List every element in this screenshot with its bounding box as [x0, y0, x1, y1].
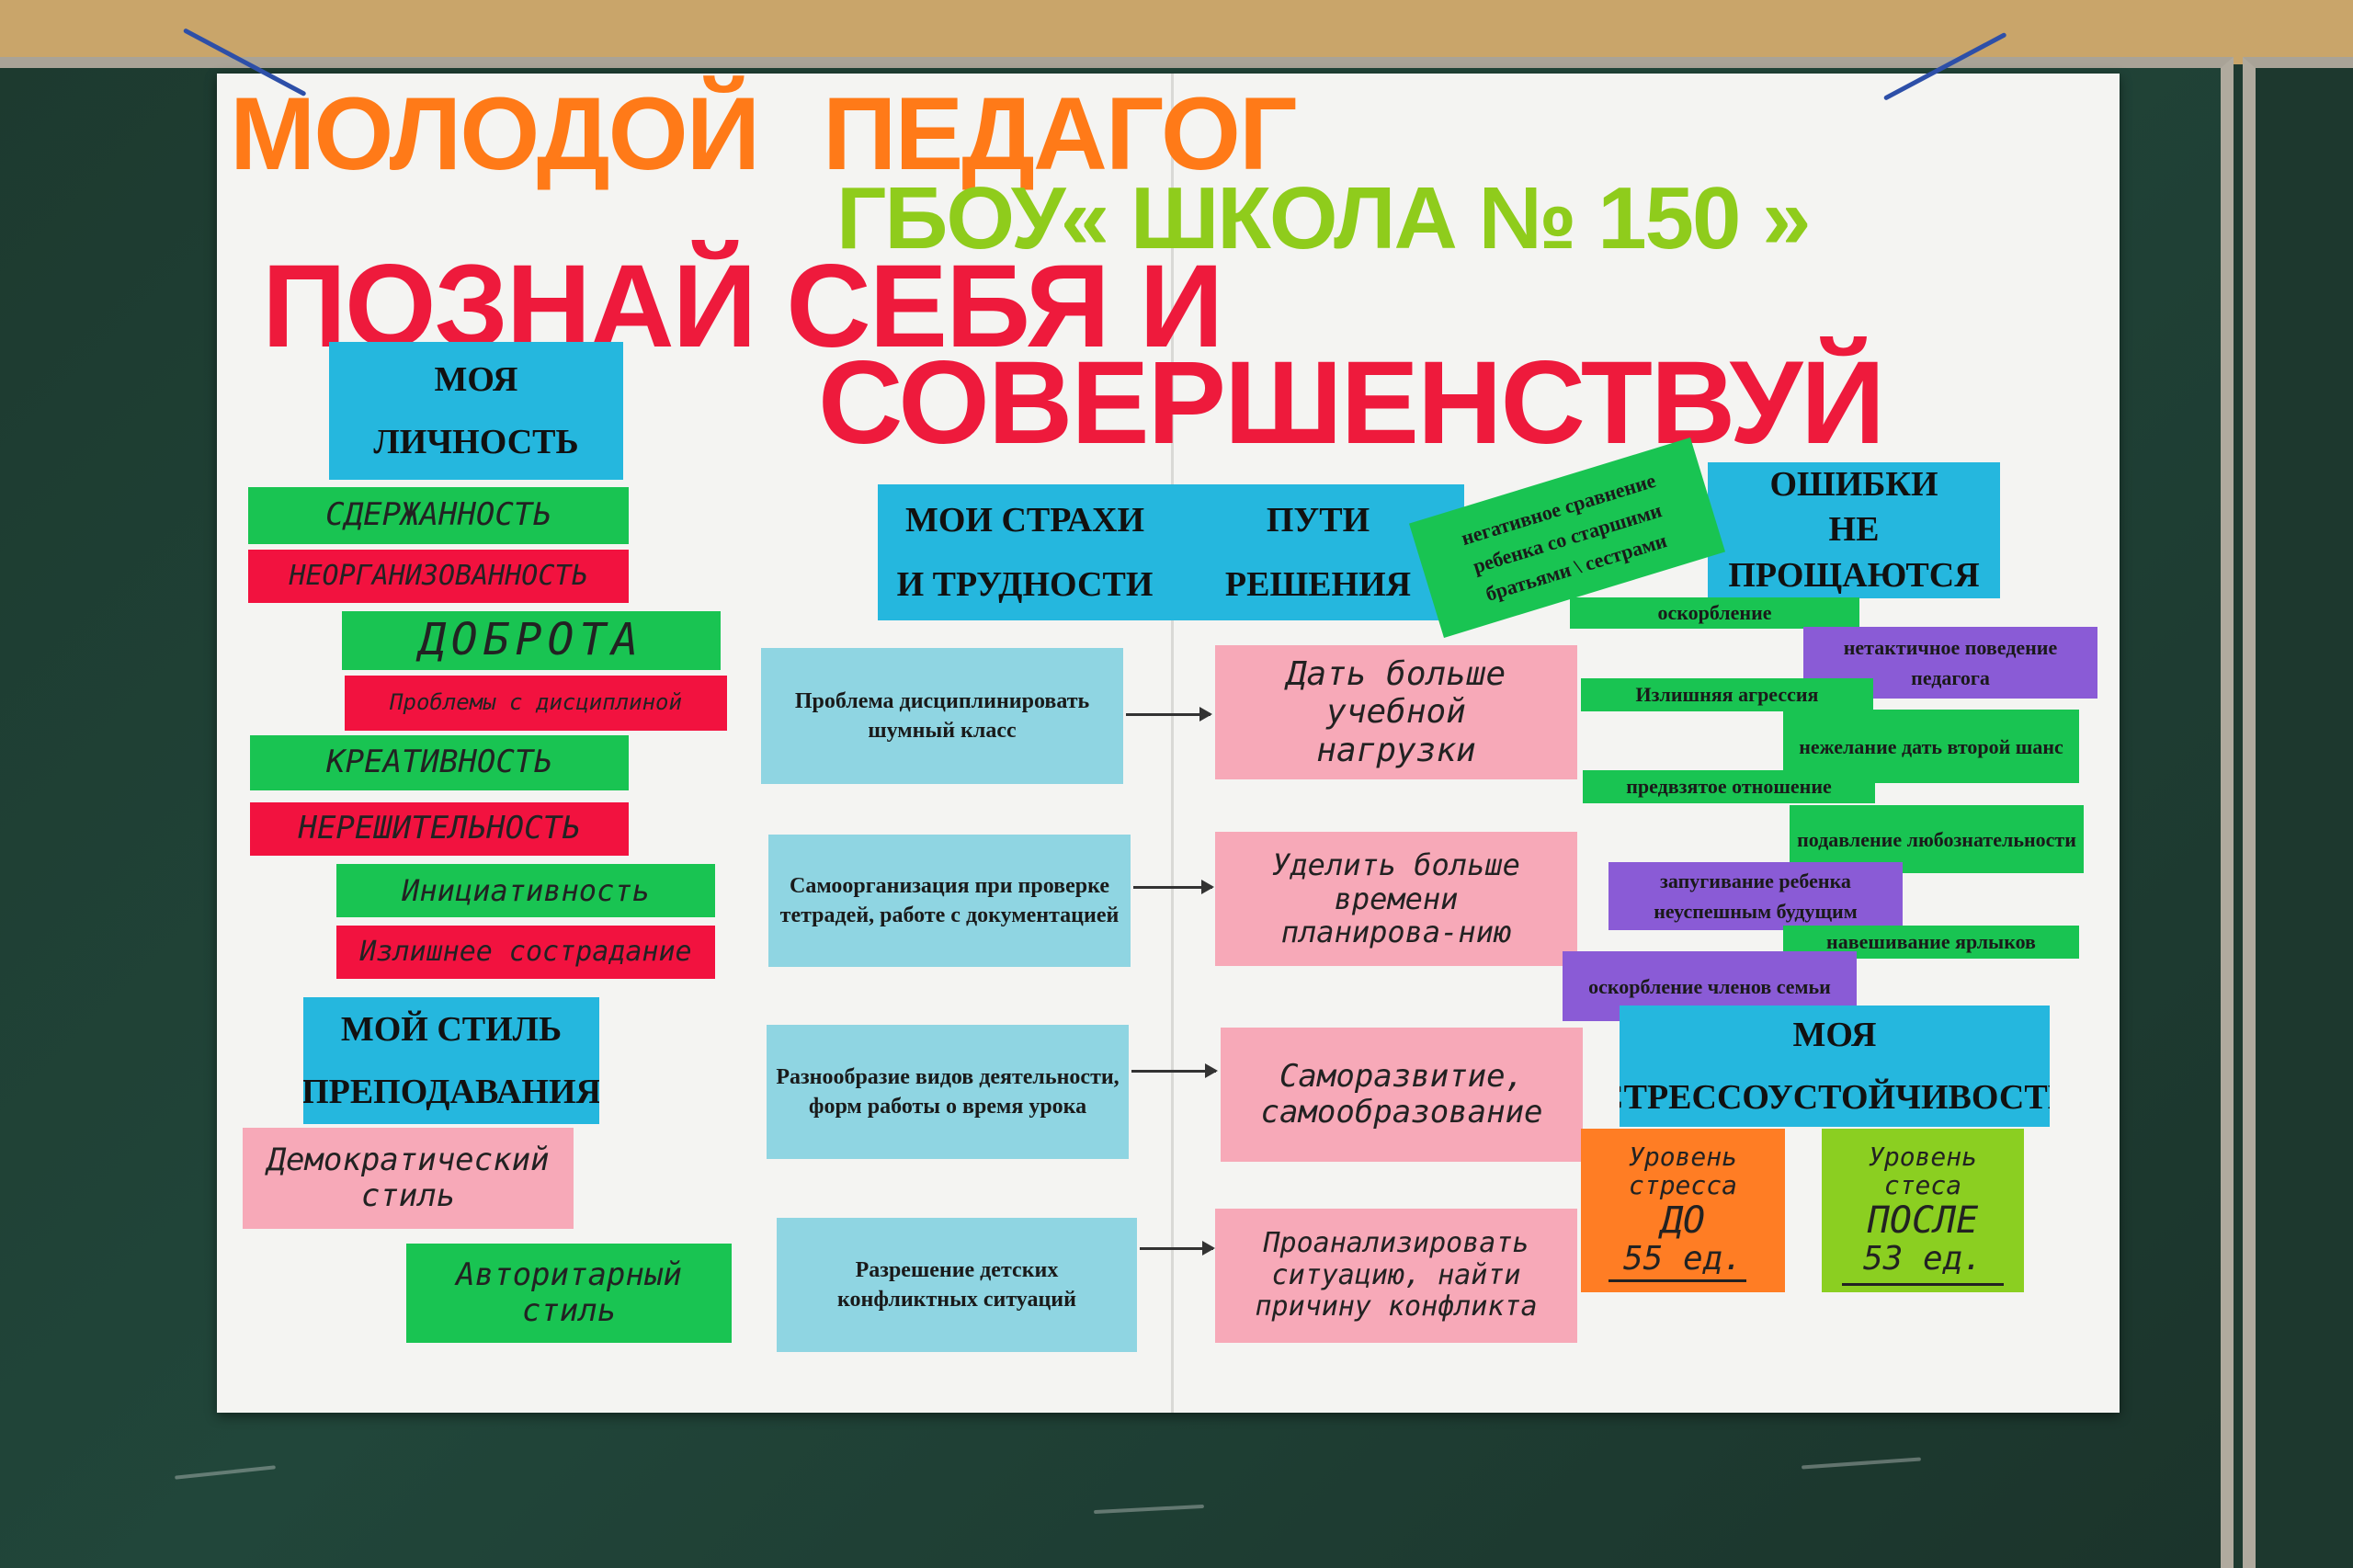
fear-card: Проблема дисциплинировать шумный класс [761, 648, 1123, 784]
style-header-line1: МОЙ СТИЛЬ [340, 1009, 563, 1049]
personality-header-line1: МОЯ [434, 359, 518, 399]
stress-header-line1: МОЯ [1792, 1015, 1877, 1054]
fear-card: Разрешение детских конфликтных ситуаций [777, 1218, 1137, 1352]
errors-header-line1: ОШИБКИ [1769, 464, 1938, 504]
title-sovershenstvuy: СОВЕРШЕНСТВУЙ [818, 337, 1885, 469]
trait-card: НЕРЕШИТЕЛЬНОСТЬ [250, 802, 629, 856]
arrow-2 [1133, 880, 1214, 894]
personality-header-line2: ЛИЧНОСТЬ [373, 423, 579, 461]
style-header: МОЙ СТИЛЬ ПРЕПОДАВАНИЯ [303, 997, 599, 1124]
fear-card: Разнообразие видов деятельности, форм ра… [767, 1025, 1129, 1159]
style-header-line2: ПРЕПОДАВАНИЯ [303, 1073, 599, 1111]
trait-card: СДЕРЖАННОСТЬ [248, 487, 629, 544]
trait-card: Инициативность [336, 864, 715, 917]
chalkboard-side-panel [2243, 57, 2353, 1568]
stress-header-line2: СТРЕССОУСТОЙЧИВОСТЬ [1620, 1078, 2050, 1117]
stress-before-value: 55 ед. [1622, 1240, 1744, 1278]
stress-after-line1: Уровень [1868, 1142, 1977, 1173]
error-card: оскорбление [1570, 597, 1859, 629]
stress-header: МОЯ СТРЕССОУСТОЙЧИВОСТЬ [1620, 1006, 2050, 1127]
poster-fold [1171, 74, 1174, 1413]
errors-header-line2: НЕ [1828, 510, 1880, 550]
solutions-header-line2: РЕШЕНИЯ [1224, 565, 1412, 604]
solutions-header: ПУТИ РЕШЕНИЯ [1172, 484, 1464, 620]
fear-card: Самоорганизация при проверке тетрадей, р… [768, 835, 1131, 967]
trait-card: Излишнее сострадание [336, 926, 715, 979]
trait-card: КРЕАТИВНОСТЬ [250, 735, 629, 790]
fears-header-line2: И ТРУДНОСТИ [896, 565, 1154, 604]
arrow-3 [1131, 1063, 1218, 1078]
error-card: запугивание ребенка неуспешным будущим [1608, 862, 1903, 930]
solutions-header-line1: ПУТИ [1266, 500, 1370, 540]
stress-before-line3: ДО [1660, 1199, 1706, 1242]
stress-after-line2: стеса [1883, 1170, 1962, 1201]
fears-header-line1: МОИ СТРАХИ [904, 500, 1145, 540]
trait-card: НЕОРГАНИЗОВАННОСТЬ [248, 550, 629, 603]
fears-header: МОИ СТРАХИ И ТРУДНОСТИ [878, 484, 1172, 620]
stress-after-underline [1842, 1283, 2004, 1286]
solution-card: Саморазвитие, самообразование [1221, 1028, 1583, 1162]
stress-before-underline [1608, 1279, 1746, 1282]
error-card: Излишняя агрессия [1581, 678, 1873, 711]
error-card: подавление любознательности [1790, 805, 2084, 873]
stress-after-card: Уровень стеса ПОСЛЕ 53 ед. [1822, 1129, 2024, 1292]
error-card: предвзятое отношение [1583, 770, 1875, 803]
title-molodoy: МОЛОДОЙ [230, 76, 760, 191]
trait-card: ДОБРОТА [342, 611, 721, 670]
stress-after-value: 53 ед. [1862, 1240, 1984, 1278]
style-card-democratic: Демократический стиль [243, 1128, 574, 1229]
title-school: ГБОУ« ШКОЛА № 150 » [836, 169, 1811, 267]
stress-before-line1: Уровень [1628, 1142, 1737, 1173]
solution-card: Уделить больше времени планирова-нию [1215, 832, 1577, 966]
title-pedagog: ПЕДАГОГ [823, 76, 1297, 191]
arrow-1 [1126, 707, 1212, 722]
wall [0, 0, 2353, 64]
stress-before-card: Уровень стресса ДО 55 ед. [1581, 1129, 1785, 1292]
personality-header: МОЯ ЛИЧНОСТЬ [329, 342, 623, 480]
errors-header-line3: ПРОЩАЮТСЯ [1728, 555, 1980, 595]
stress-before-line2: стресса [1628, 1170, 1737, 1201]
stress-after-line3: ПОСЛЕ [1867, 1199, 1979, 1242]
solution-card: Дать больше учебной нагрузки [1215, 645, 1577, 779]
trait-card: Проблемы с дисциплиной [345, 676, 727, 731]
solution-card: Проанализировать ситуацию, найти причину… [1215, 1209, 1577, 1343]
errors-header: ОШИБКИ НЕ ПРОЩАЮТСЯ [1708, 462, 2000, 598]
style-card-authoritarian: Авторитарный стиль [406, 1244, 732, 1343]
arrow-4 [1140, 1241, 1215, 1256]
